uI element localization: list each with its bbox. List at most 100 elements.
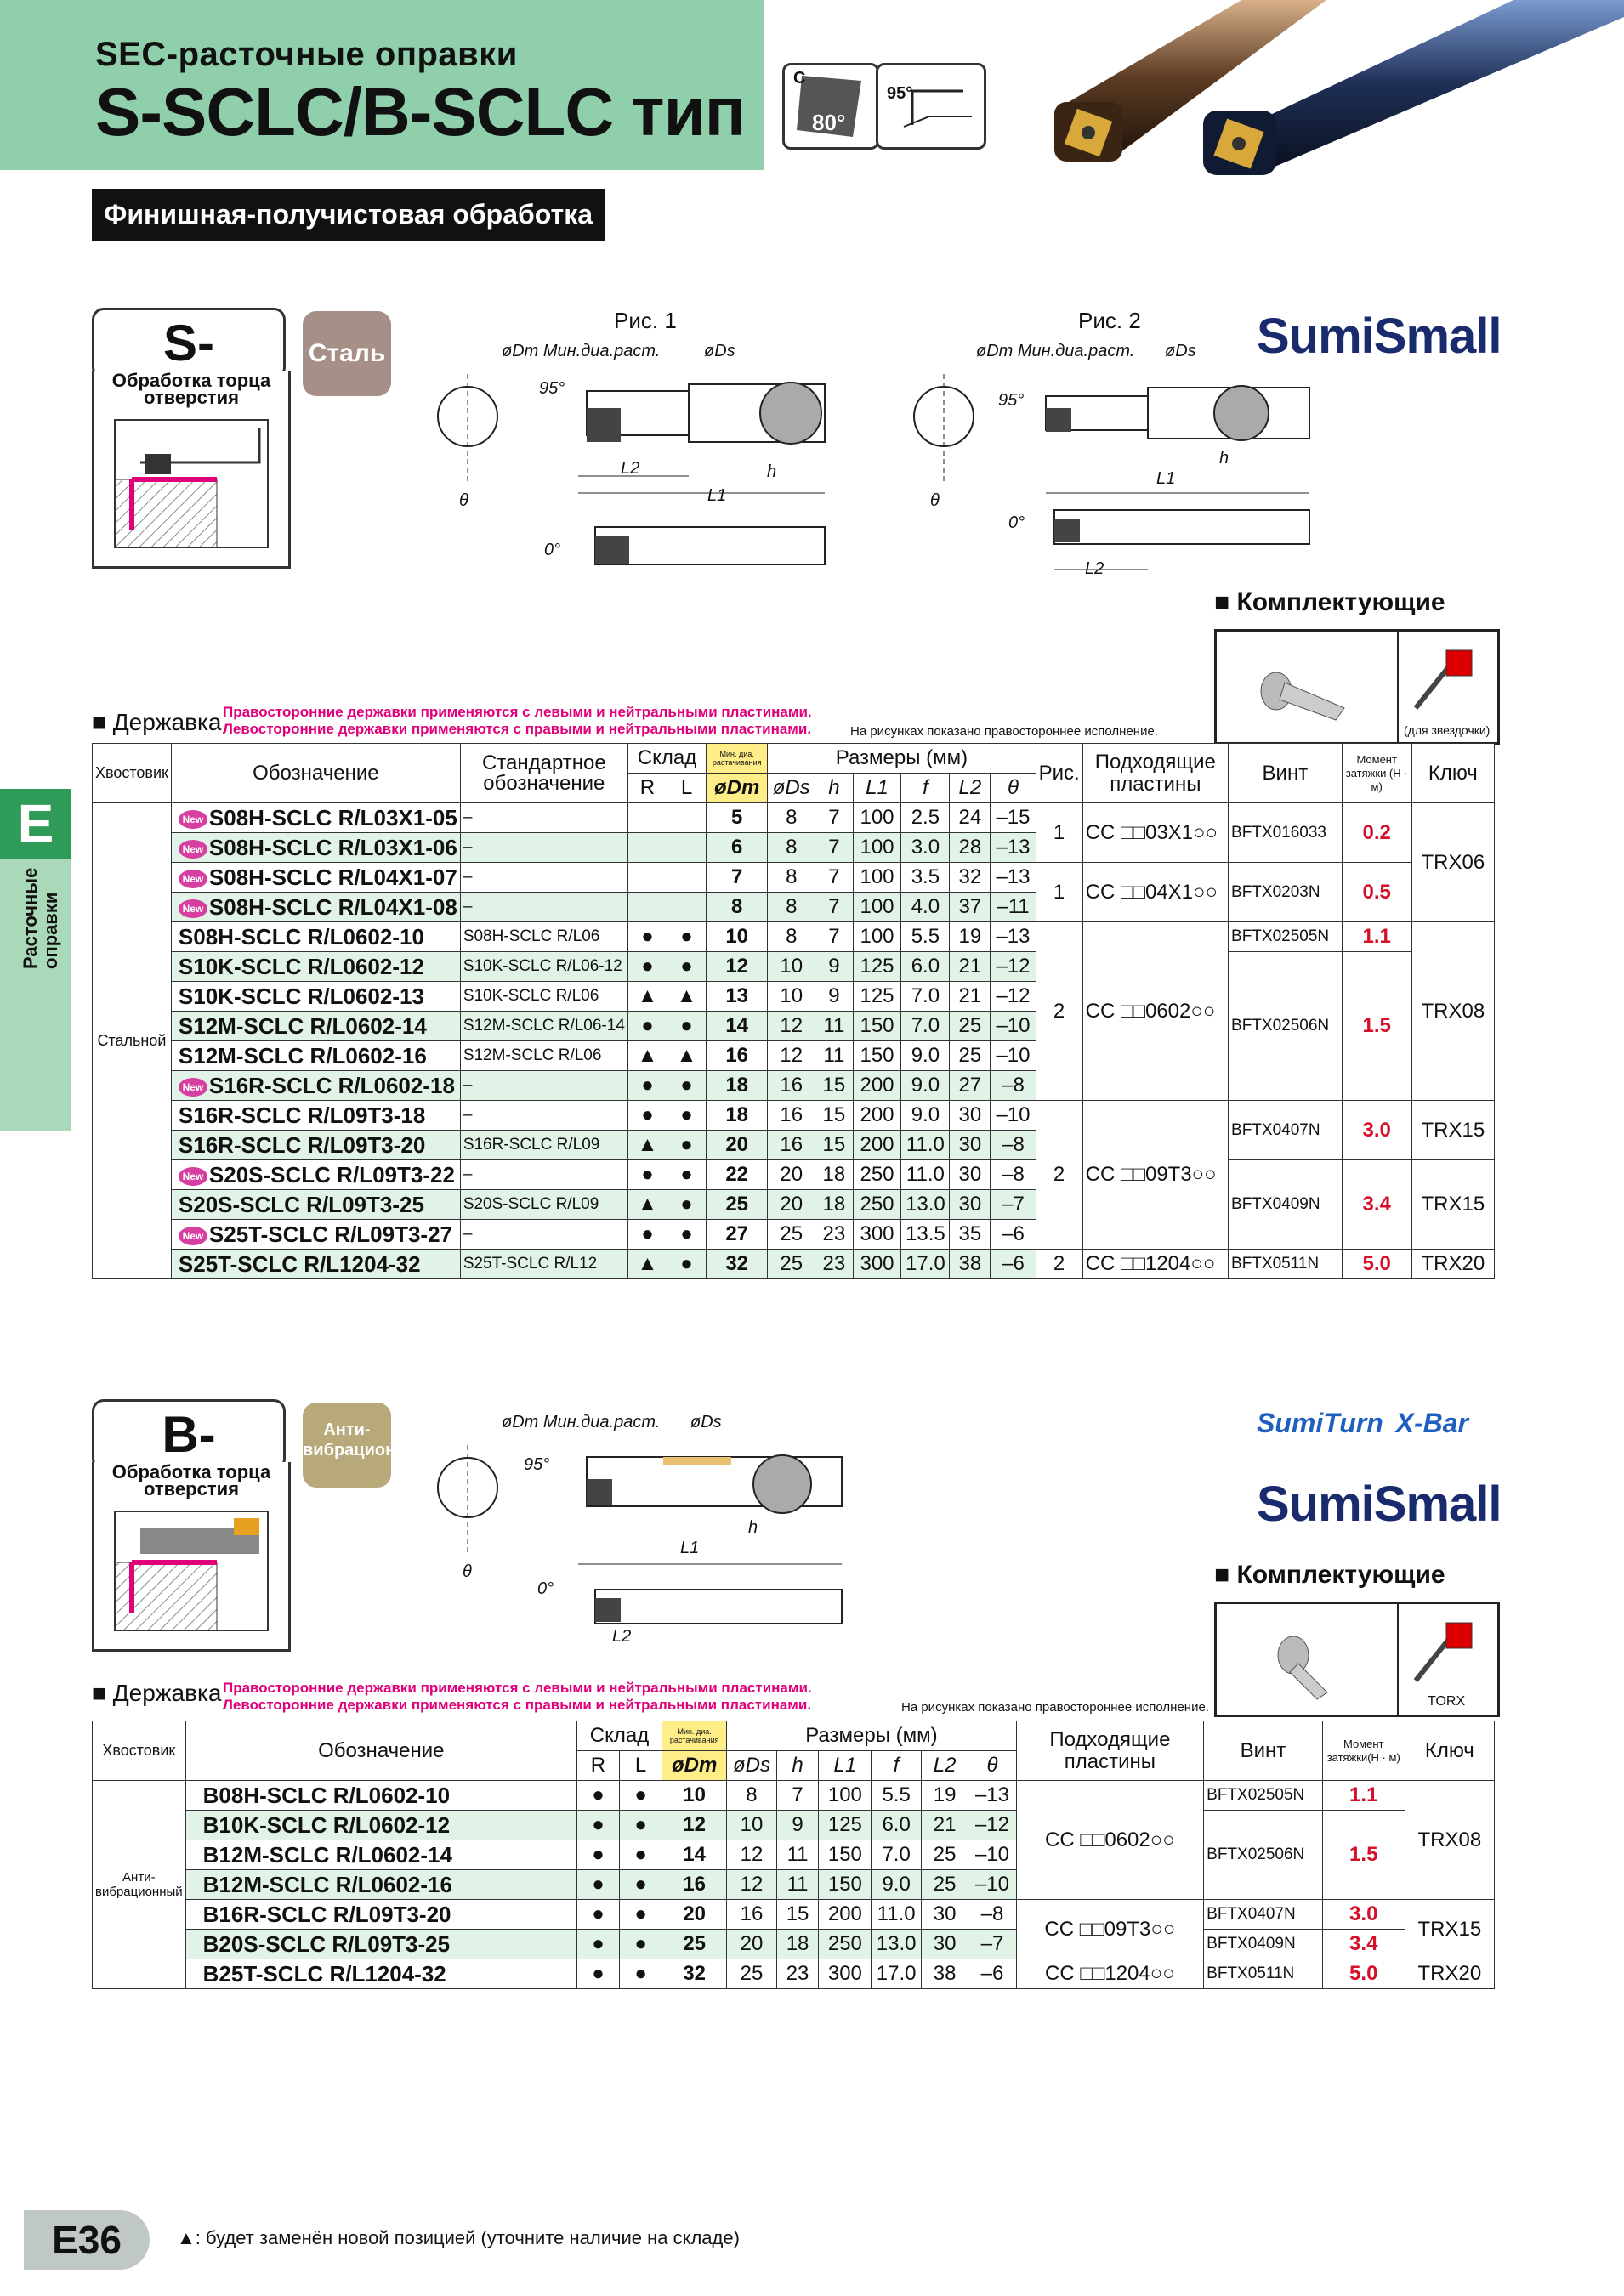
new-item-icon: New <box>178 899 207 918</box>
b-holder-label-text: Державка <box>112 1680 222 1706</box>
theta-cell: –12 <box>990 981 1036 1012</box>
b-th-h: h <box>775 1750 820 1781</box>
designation-cell: S12M-SCLC R/L0602-14 <box>170 1011 461 1041</box>
L2-cell: 21 <box>949 981 991 1012</box>
s-holder-note2: Левосторонние державки применяются с пра… <box>223 721 812 737</box>
ds-cell: 16 <box>767 1070 816 1101</box>
L2-cell: 21 <box>949 951 991 982</box>
b-L1: L1 <box>680 1539 700 1557</box>
dm-cell: 14 <box>662 1840 728 1870</box>
fig1-95: 95° <box>539 379 565 398</box>
f-cell: 13.5 <box>900 1219 951 1250</box>
insert-cell: CC □□04X1○○ <box>1082 862 1229 922</box>
b-holder-note1: Правосторонние державки применяются с ле… <box>223 1680 812 1696</box>
stock-L-cell: ● <box>619 1840 663 1870</box>
approach-angle: 95° <box>887 84 913 103</box>
standard-cell: S10K-SCLC R/L06 <box>459 981 628 1012</box>
f-cell: 5.5 <box>871 1780 922 1811</box>
b-drawing <box>437 1445 843 1624</box>
b-accessories-box: TORX <box>1214 1602 1500 1717</box>
f-cell: 7.0 <box>900 981 951 1012</box>
h-cell: 11 <box>775 1840 820 1870</box>
bore-face-icon-b <box>114 1511 269 1631</box>
th-torque: Момент затяжки (Н · м) <box>1341 743 1412 803</box>
stock-L-cell <box>666 832 707 863</box>
dm-cell: 32 <box>662 1959 728 1989</box>
screw-icon <box>1260 672 1345 721</box>
torque-cell: 5.0 <box>1321 1959 1405 1989</box>
dm-cell: 13 <box>706 981 769 1012</box>
fig-cell: 2 <box>1035 921 1083 1101</box>
ds-cell: 8 <box>767 921 816 952</box>
b-0deg: 0° <box>537 1579 554 1598</box>
dm-cell: 32 <box>706 1249 769 1279</box>
standard-cell: S12M-SCLC R/L06 <box>459 1040 628 1071</box>
designation-text: S10K-SCLC R/L0602-12 <box>178 953 424 979</box>
L2-cell: 38 <box>949 1249 991 1279</box>
f-cell: 13.0 <box>871 1929 922 1959</box>
screw-icon-b <box>1277 1636 1328 1700</box>
L2-cell: 25 <box>920 1869 969 1900</box>
designation-cell: S16R-SCLC R/L09T3-20 <box>170 1130 461 1160</box>
f-cell: 13.0 <box>900 1189 951 1220</box>
stock-R-cell: ● <box>576 1929 621 1959</box>
ds-cell: 12 <box>767 1011 816 1041</box>
designation-cell: S20S-SCLC R/L09T3-25 <box>170 1189 461 1220</box>
standard-cell: – <box>459 832 628 863</box>
torque-cell: 0.5 <box>1341 862 1412 922</box>
L1-cell: 250 <box>852 1189 902 1220</box>
designation-cell: S12M-SCLC R/L0602-16 <box>170 1040 461 1071</box>
b-ds-label: øDs <box>690 1413 722 1431</box>
h-cell: 7 <box>775 1780 820 1811</box>
f-cell: 3.0 <box>900 832 951 863</box>
stock-R-cell <box>627 832 667 863</box>
h-cell: 11 <box>815 1040 854 1071</box>
fig2-dm-label: øDm Мин.диа.раст. <box>976 342 1135 360</box>
dm-cell: 16 <box>662 1869 728 1900</box>
ds-cell: 20 <box>726 1929 777 1959</box>
torx-key-icon <box>1413 649 1473 710</box>
designation-text: S08H-SCLC R/L0602-10 <box>178 923 424 950</box>
ds-cell: 20 <box>767 1159 816 1190</box>
stock-R-cell: ● <box>576 1810 621 1840</box>
L1-cell: 250 <box>818 1929 872 1959</box>
torque-cell: 1.1 <box>1321 1780 1405 1811</box>
h-cell: 11 <box>775 1869 820 1900</box>
fig2-L1: L1 <box>1156 469 1176 488</box>
screw-cell: BFTX016033 <box>1228 802 1343 863</box>
insert-cell: CC □□03X1○○ <box>1082 802 1229 863</box>
dm-cell: 6 <box>706 832 769 863</box>
f-cell: 7.0 <box>900 1011 951 1041</box>
L2-cell: 19 <box>949 921 991 952</box>
stock-R-cell: ● <box>627 951 667 982</box>
h-cell: 15 <box>815 1070 854 1101</box>
stock-L-cell: ● <box>666 1219 707 1250</box>
b-th-f: f <box>871 1750 922 1781</box>
stock-L-cell: ● <box>619 1810 663 1840</box>
standard-cell: – <box>459 802 628 833</box>
theta-cell: –6 <box>990 1249 1036 1279</box>
fig-cell: 1 <box>1035 802 1083 863</box>
b-holder-note2: Левосторонние державки применяются с пра… <box>223 1697 812 1713</box>
b-dm-label: øDm Мин.диа.раст. <box>502 1413 661 1431</box>
b-tag-caption: Обработка торца отверстия <box>111 1461 271 1499</box>
fig2-label: Рис. 2 <box>1078 308 1141 333</box>
key-cell: TRX08 <box>1411 921 1496 1101</box>
key-cell: TRX15 <box>1411 1100 1496 1160</box>
theta-cell: –10 <box>990 1040 1036 1071</box>
stock-R-cell: ● <box>627 921 667 952</box>
standard-cell: S08H-SCLC R/L06 <box>459 921 628 952</box>
designation-text: S08H-SCLC R/L04X1-07 <box>208 864 457 890</box>
L1-cell: 150 <box>818 1869 872 1900</box>
stock-R-cell: ● <box>627 1070 667 1101</box>
shank-group: Стальной <box>92 802 172 1279</box>
sumismall-logo: SumiSmall <box>1257 309 1502 364</box>
screw-cell: BFTX02506N <box>1203 1810 1323 1900</box>
insert-cell: CC □□0602○○ <box>1082 921 1229 1101</box>
theta-cell: –10 <box>990 1011 1036 1041</box>
